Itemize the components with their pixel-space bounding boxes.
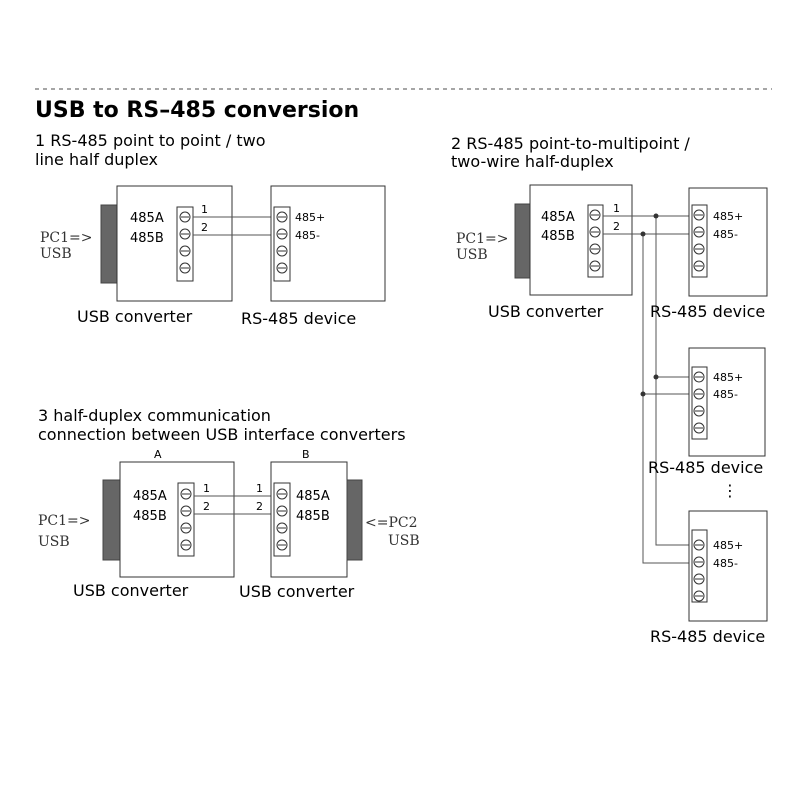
terminal-block-icon [691,366,708,440]
rs485-device-caption: RS-485 device [241,309,356,328]
terminal-block-icon [691,204,708,278]
wire-2-label: 2 [201,221,208,234]
rs485-device-3: 485+ 485- RS-485 device [650,510,768,646]
wire-a-2-label: 2 [203,500,210,513]
screw-terminal-icon [180,488,192,551]
usb-converter-a-caption: USB converter [73,581,189,600]
screw-terminal-icon [276,211,288,274]
wire-2-label: 2 [613,220,620,233]
section-3-pc1-line1: PC1=> [38,513,91,529]
section-3-heading-line2: connection between USB interface convert… [38,425,406,444]
device-pin-485-plus: 485+ [295,211,325,224]
bus-wires [603,213,695,564]
converter-a-label: A [154,448,162,461]
section-2-pc-label-line2: USB [456,247,488,263]
section-3-converter-to-converter: 3 half-duplex communication connection b… [38,406,420,601]
converter-a-pin-485a: 485A [133,489,167,504]
wire-1-label: 1 [613,202,620,215]
terminal-block-icon [273,482,291,557]
rs485-device-caption: RS-485 device [650,627,765,646]
usb-converter-a-box [119,461,235,578]
section-1-pc-label-line1: PC1=> [40,230,93,246]
rs485-device-1: 485+ 485- RS-485 device [650,187,768,321]
usb-plug-icon [346,479,363,561]
converter-pin-485b: 485B [130,231,164,246]
section-2-heading-line2: two-wire half-duplex [451,152,614,171]
more-devices-ellipsis: ⋮ [722,481,738,500]
screw-terminal-icon [179,211,191,274]
wire-b-1-label: 1 [256,482,263,495]
device-pin-485-minus: 485- [295,229,320,242]
section-1-heading-line1: 1 RS-485 point to point / two [35,131,266,150]
screw-terminal-icon [693,539,705,602]
device-pin-485-minus: 485- [713,228,738,241]
usb-converter-caption: USB converter [77,307,193,326]
section-3-heading-line1: 3 half-duplex communication [38,406,271,425]
rs485-device-2: 485+ 485- RS-485 device [648,347,766,477]
section-2-point-to-multipoint: 2 RS-485 point-to-multipoint / two-wire … [451,134,768,646]
section-3-pc2-line2: USB [388,533,420,549]
usb-plug-icon [102,479,121,561]
usb-converter-b-caption: USB converter [239,582,355,601]
page-title: USB to RS–485 conversion [35,98,359,123]
rs485-device-caption: RS-485 device [650,302,765,321]
converter-b-pin-485b: 485B [296,509,330,524]
section-1-point-to-point: 1 RS-485 point to point / two line half … [35,131,386,328]
rs485-device-caption: RS-485 device [648,458,763,477]
converter-b-label: B [302,448,310,461]
usb-converter-caption: USB converter [488,302,604,321]
usb-plug-icon [514,203,531,279]
section-3-pc1-line2: USB [38,534,70,550]
screw-terminal-icon [693,371,705,434]
terminal-block-icon [176,206,194,282]
section-1-pc-label-line2: USB [40,246,72,262]
section-2-heading-line1: 2 RS-485 point-to-multipoint / [451,134,690,153]
screw-terminal-icon [693,209,705,272]
usb-plug-icon [100,204,118,284]
section-1-heading-line2: line half duplex [35,150,158,169]
converter-pin-485b: 485B [541,229,575,244]
device-pin-485-minus: 485- [713,557,738,570]
converter-pin-485a: 485A [541,210,575,225]
converter-b-pin-485a: 485A [296,489,330,504]
device-pin-485-plus: 485+ [713,210,743,223]
terminal-block-icon [587,204,604,278]
device-pin-485-plus: 485+ [713,539,743,552]
screw-terminal-icon [589,209,601,272]
wire-1-label: 1 [201,203,208,216]
usb-converter-box [529,184,633,296]
converter-a-pin-485b: 485B [133,509,167,524]
wire-b-2-label: 2 [256,500,263,513]
screw-terminal-icon [276,488,288,551]
device-pin-485-plus: 485+ [713,371,743,384]
device-pin-485-minus: 485- [713,388,738,401]
terminal-block-icon [177,482,195,557]
converter-pin-485a: 485A [130,211,164,226]
section-3-pc2-line1: <=PC2 [365,515,418,531]
wire-a-1-label: 1 [203,482,210,495]
section-2-pc-label-line1: PC1=> [456,231,509,247]
usb-converter-box [116,185,233,302]
terminal-block-icon [273,206,291,282]
